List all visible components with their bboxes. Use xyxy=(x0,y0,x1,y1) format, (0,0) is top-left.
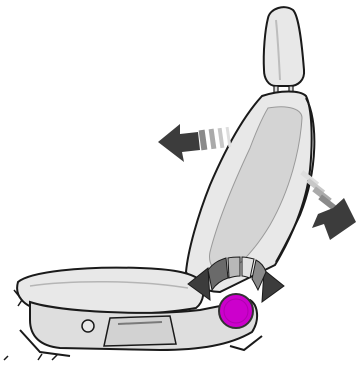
headrest xyxy=(264,7,304,98)
recline-forward-arrow-icon xyxy=(158,124,231,162)
recline-knob-icon xyxy=(219,294,253,328)
recline-backward-arrow-icon xyxy=(300,170,356,240)
